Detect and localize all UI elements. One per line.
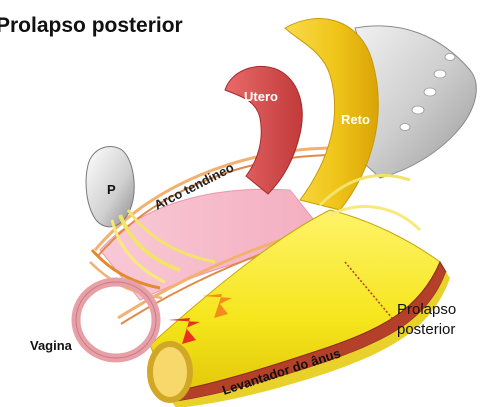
uterus: [225, 66, 302, 194]
label-rectum: Reto: [341, 112, 370, 127]
label-prolapse-line2: posterior: [397, 321, 455, 338]
label-prolapse-line1: Prolapso: [397, 301, 456, 318]
label-uterus: Utero: [244, 89, 278, 104]
vaginal-ring: [76, 282, 156, 358]
anal-ring: [150, 344, 190, 400]
label-pubis: P: [107, 182, 116, 197]
label-vagina: Vagina: [30, 338, 73, 353]
